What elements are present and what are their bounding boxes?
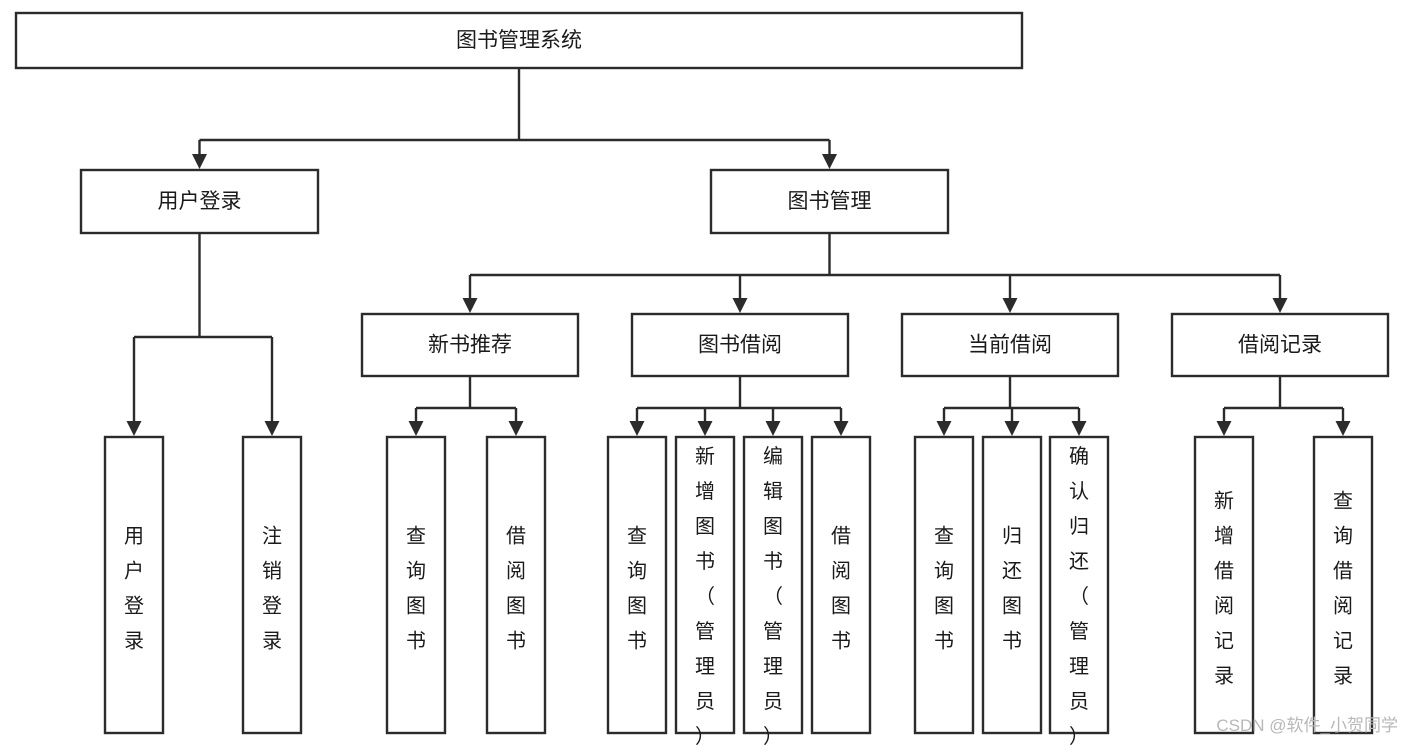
csdn-watermark: CSDN @软件_小贺同学 (1216, 716, 1398, 735)
node-box-leaf-edit-book (742, 435, 804, 735)
node-label-leaf-query-borrow-record: 查询借阅记录 (1333, 489, 1353, 687)
node-leaf-return-book[interactable]: 归还图书 (981, 435, 1043, 735)
node-box-leaf-add-borrow-record (1193, 435, 1255, 735)
node-new-book-recommend[interactable]: 新书推荐 (360, 312, 580, 378)
node-box-leaf-query-borrow-record (1312, 435, 1374, 735)
node-label-root: 图书管理系统 (456, 29, 582, 52)
node-label-book-borrow: 图书借阅 (698, 334, 782, 357)
node-book-borrow[interactable]: 图书借阅 (630, 312, 850, 378)
node-label-leaf-query-book-rec: 查询图书 (406, 524, 426, 652)
node-box-new-book-recommend (360, 312, 580, 378)
connector-group-user-login (126, 233, 280, 436)
connector-group-current-borrow (936, 376, 1087, 436)
node-borrow-record[interactable]: 借阅记录 (1170, 312, 1390, 378)
node-box-leaf-borrow-book-rec (485, 435, 547, 735)
node-leaf-add-book[interactable]: 新增图书（管理员） (674, 435, 736, 747)
node-leaf-confirm-return[interactable]: 确认归还（管理员） (1048, 435, 1110, 747)
node-box-leaf-logout (241, 435, 303, 735)
node-box-leaf-query-book-rec (385, 435, 447, 735)
node-box-leaf-confirm-return (1048, 435, 1110, 735)
node-leaf-borrow-book[interactable]: 借阅图书 (810, 435, 872, 735)
node-label-user-login: 用户登录 (158, 190, 242, 213)
nodes-layer: 图书管理系统用户登录图书管理新书推荐图书借阅当前借阅借阅记录用户登录注销登录查询… (14, 11, 1390, 747)
node-box-leaf-query-book-borrow (606, 435, 668, 735)
connector-group-borrow-record (1216, 376, 1351, 436)
node-label-leaf-logout: 注销登录 (262, 524, 282, 652)
connector-group-book-management (462, 233, 1288, 313)
node-leaf-add-borrow-record[interactable]: 新增借阅记录 (1193, 435, 1255, 735)
node-leaf-query-book-current[interactable]: 查询图书 (913, 435, 975, 735)
node-label-leaf-borrow-book-rec: 借阅图书 (506, 524, 526, 652)
node-label-leaf-return-book: 归还图书 (1002, 524, 1022, 652)
node-label-borrow-record: 借阅记录 (1238, 334, 1322, 357)
node-box-leaf-borrow-book (810, 435, 872, 735)
node-label-leaf-add-borrow-record: 新增借阅记录 (1214, 489, 1234, 687)
node-label-leaf-edit-book: 编辑图书（管理员） (763, 445, 783, 747)
node-user-login[interactable]: 用户登录 (79, 168, 320, 235)
node-label-book-management: 图书管理 (788, 190, 872, 213)
node-leaf-query-book-rec[interactable]: 查询图书 (385, 435, 447, 735)
node-label-leaf-query-book-borrow: 查询图书 (627, 524, 647, 652)
node-leaf-logout[interactable]: 注销登录 (241, 435, 303, 735)
node-label-leaf-borrow-book: 借阅图书 (831, 524, 851, 652)
connectors-layer (126, 68, 1351, 436)
node-box-book-borrow (630, 312, 850, 378)
node-box-leaf-query-book-current (913, 435, 975, 735)
node-leaf-borrow-book-rec[interactable]: 借阅图书 (485, 435, 547, 735)
connector-group-root (192, 68, 837, 169)
node-leaf-edit-book[interactable]: 编辑图书（管理员） (742, 435, 804, 747)
node-box-leaf-return-book (981, 435, 1043, 735)
node-box-root (14, 11, 1024, 70)
node-box-current-borrow (900, 312, 1120, 378)
node-box-book-management (709, 168, 950, 235)
node-current-borrow[interactable]: 当前借阅 (900, 312, 1120, 378)
node-leaf-query-book-borrow[interactable]: 查询图书 (606, 435, 668, 735)
node-label-leaf-user-login: 用户登录 (124, 525, 144, 652)
node-root[interactable]: 图书管理系统 (14, 11, 1024, 70)
node-leaf-query-borrow-record[interactable]: 查询借阅记录 (1312, 435, 1374, 735)
node-label-leaf-add-book: 新增图书（管理员） (695, 445, 715, 747)
node-book-management[interactable]: 图书管理 (709, 168, 950, 235)
node-box-leaf-user-login (103, 435, 165, 735)
node-label-leaf-query-book-current: 查询图书 (934, 524, 954, 652)
node-label-leaf-confirm-return: 确认归还（管理员） (1069, 445, 1089, 747)
node-box-leaf-add-book (674, 435, 736, 735)
node-leaf-user-login[interactable]: 用户登录 (103, 435, 165, 735)
node-box-user-login (79, 168, 320, 235)
node-label-current-borrow: 当前借阅 (968, 334, 1052, 357)
node-label-new-book-recommend: 新书推荐 (428, 334, 512, 357)
connector-group-book-borrow (629, 376, 849, 436)
connector-group-new-book-recommend (408, 376, 524, 436)
node-box-borrow-record (1170, 312, 1390, 378)
